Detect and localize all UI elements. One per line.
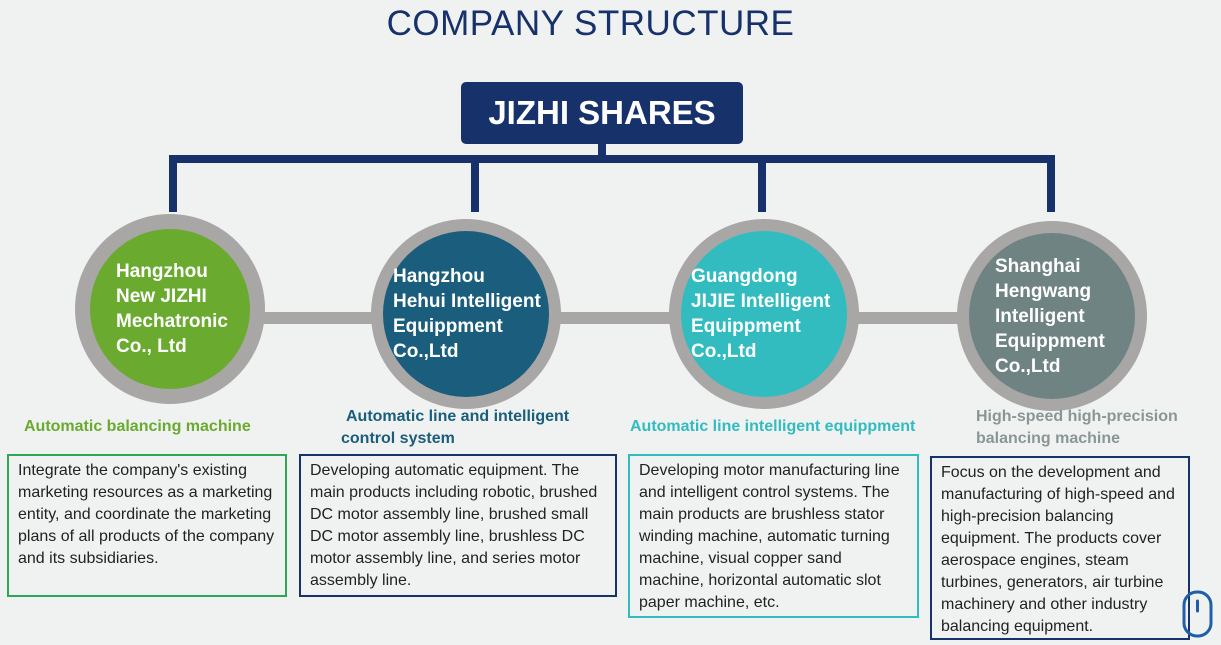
company-node-4-fill: Shanghai Hengwang Intelligent Equippment… (969, 233, 1135, 399)
page-title: COMPANY STRUCTURE (386, 4, 795, 43)
tree-connector (169, 155, 1055, 212)
mouse-icon[interactable] (1181, 589, 1215, 639)
company-node-3-fill: Guangdong JIJIE Intelligent Equippment C… (681, 231, 847, 397)
company-1-caption: Automatic balancing machine (24, 418, 251, 435)
company-node-4: Shanghai Hengwang Intelligent Equippment… (957, 221, 1147, 411)
company-node-1-name: Hangzhou New JIZHI Mechatronic Co., Ltd (116, 261, 228, 357)
company-1-description: Integrate the company's existing marketi… (7, 454, 287, 597)
company-2-description: Developing automatic equipment. The main… (299, 454, 617, 597)
company-2-caption: Automatic line and intelligent control s… (341, 408, 570, 447)
company-node-1-fill: Hangzhou New JIZHI Mechatronic Co., Ltd (90, 229, 250, 389)
company-4-caption: High-speed high-precision balancing mach… (976, 408, 1178, 447)
company-node-1: Hangzhou New JIZHI Mechatronic Co., Ltd (75, 214, 265, 404)
company-node-4-name: Shanghai Hengwang Intelligent Equippment… (995, 255, 1105, 377)
company-node-2-fill: Hangzhou Hehui Intelligent Equippment Co… (383, 231, 549, 397)
company-4-description: Focus on the development and manufacturi… (930, 456, 1190, 640)
company-node-2: Hangzhou Hehui Intelligent Equippment Co… (371, 219, 561, 409)
company-3-caption: Automatic line intelligent equippment (630, 418, 916, 435)
company-3-description: Developing motor manufacturing line and … (628, 454, 919, 618)
company-node-3: Guangdong JIJIE Intelligent Equippment C… (669, 219, 859, 409)
company-node-3-name: Guangdong JIJIE Intelligent Equippment C… (691, 266, 831, 362)
root-node-jizhi-shares: JIZHI SHARES (461, 82, 743, 144)
node-link-bar (170, 312, 1050, 324)
company-node-2-name: Hangzhou Hehui Intelligent Equippment Co… (393, 266, 541, 362)
